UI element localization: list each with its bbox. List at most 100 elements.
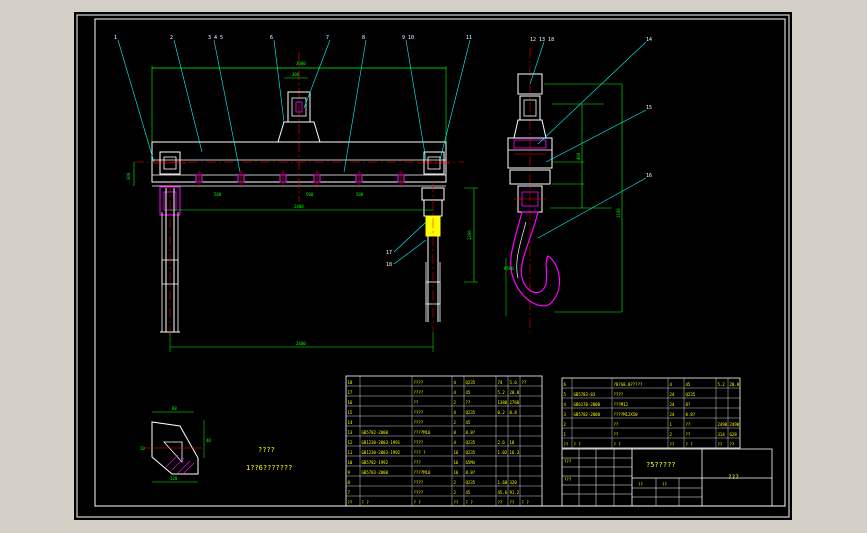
svg-text:2: 2 [170, 35, 173, 41]
bom-left-cell: 16 [454, 460, 459, 465]
svg-text:6: 6 [270, 35, 273, 41]
bom-right-cell: 4 [564, 402, 567, 407]
bom-left-cell: ????M16 [414, 470, 431, 475]
bom-right-cell: 5.2 [718, 382, 726, 387]
svg-text:1100: 1100 [616, 208, 621, 218]
title-cell-4: ??? [564, 477, 572, 482]
bom-left-cell: 14 [348, 420, 353, 425]
bom-left-cell: 45 [466, 420, 471, 425]
leaders-front [117, 39, 471, 265]
svg-text:12 13 18: 12 13 18 [530, 37, 554, 43]
bom-left-cell: GB5783-2000 [362, 470, 389, 475]
bom-left-cell: Q235 [466, 450, 476, 455]
svg-text:120: 120 [170, 476, 178, 481]
bom-left-cell: ?? [348, 500, 353, 505]
bom-left-cell: 2 [454, 420, 457, 425]
bom-left-cell: 9 [348, 470, 351, 475]
svg-text:7: 7 [326, 35, 329, 41]
bom-left-cell: 17 [348, 390, 353, 395]
svg-text:40: 40 [206, 438, 211, 443]
bom-right-cell: ?? [670, 442, 675, 447]
bom-left-cell: 45 [466, 490, 471, 495]
technical-requirement: 1??6??????? [246, 464, 292, 472]
title-block[interactable]: ?5????? ??? ?? ?? ??? ??? [561, 448, 773, 507]
bom-right-cell: 1 [564, 432, 567, 437]
bom-left-cell: ??? ? [414, 450, 427, 455]
bom-left-cell: 0.2 [498, 410, 506, 415]
bom-left-cell: Q235 [466, 480, 476, 485]
bom-left-cell: ???? [414, 380, 424, 385]
svg-text:R500: R500 [504, 266, 514, 271]
bom-right-cell: 2 [670, 432, 673, 437]
bom-left-cell: GB1230-2003-1992 [362, 450, 401, 455]
svg-text:500: 500 [306, 192, 314, 197]
title-cell-2: ?? [662, 482, 667, 487]
bom-left-cell: 2 [454, 400, 457, 405]
bom-left-cell: 320 [510, 480, 518, 485]
drawing-canvas[interactable]: 3000 300 [74, 12, 792, 520]
svg-text:11: 11 [466, 35, 472, 41]
svg-text:1200: 1200 [467, 230, 472, 240]
bom-right-cell: ?? [686, 422, 691, 427]
bom-left-cell: 12 [348, 440, 353, 445]
bom-right-cell: 45 [686, 382, 691, 387]
bom-right-cell: 24 [670, 412, 675, 417]
side-view-hook[interactable]: 1100 400 R500 12 13 18 14 15 16 [504, 37, 652, 332]
bom-right-cell: 2490 [718, 422, 728, 427]
bom-right-cell: ?8?G8.0????? [614, 382, 643, 387]
bom-left-cell: 8.8? [466, 430, 476, 435]
bom-left-cell: 13 [348, 430, 353, 435]
bom-right-cell: 8.8? [686, 412, 696, 417]
bom-left-cell: Q235 [466, 440, 476, 445]
svg-text:3 4 5: 3 4 5 [208, 35, 223, 41]
bom-right-cell: 3 [564, 412, 567, 417]
bom-left-cell: 4 [454, 390, 457, 395]
svg-text:R8: R8 [172, 406, 177, 411]
bom-right-cell: GB6170-2000 [574, 402, 601, 407]
bom-right-cell: ?? [614, 432, 619, 437]
svg-text:2400: 2400 [294, 204, 304, 209]
bom-left-cell: 2 [454, 480, 457, 485]
bom-left-cell: 2 [454, 490, 457, 495]
bom-right-cell: 8? [686, 402, 691, 407]
bom-left-cell: ? ? [414, 500, 422, 505]
bom-right-cell: ? ? [574, 442, 582, 447]
bom-right-cell: ?? [614, 422, 619, 427]
bom-right-cell: 24 [670, 392, 675, 397]
svg-text:300: 300 [292, 72, 300, 77]
bolt-holes [195, 170, 405, 188]
bom-left-cell: 15 [348, 410, 353, 415]
svg-text:500: 500 [356, 192, 364, 197]
bom-left-cell: 45.6 [498, 490, 508, 495]
bom-left-cell: ???? [414, 410, 424, 415]
front-view[interactable]: 3000 300 [114, 35, 478, 352]
svg-text:15: 15 [646, 105, 652, 111]
drawing-viewport[interactable]: 3000 300 [74, 12, 792, 520]
bom-left-cell: ????M16 [414, 430, 431, 435]
svg-text:16: 16 [646, 173, 652, 179]
svg-text:9 10: 9 10 [402, 35, 414, 41]
bom-left-cell: GB1230-2003-1991 [362, 440, 401, 445]
svg-text:17: 17 [386, 250, 392, 256]
bom-left-cell: 7 [348, 490, 351, 495]
svg-text:8: 8 [362, 35, 365, 41]
bom-left-cell: 4 [454, 410, 457, 415]
hook-body[interactable] [510, 211, 561, 307]
bom-left-cell: ? ? [362, 500, 370, 505]
bom-left-cell: 45 [466, 390, 471, 395]
bom-right-cell: ?? [686, 432, 691, 437]
section-detail[interactable]: R8 40 120 20 [140, 406, 211, 483]
bom-right-cell: ????M12X50 [614, 412, 639, 417]
bom-right-cell: 20.8 [730, 382, 740, 387]
bom-right-cell: 2 [564, 422, 567, 427]
bom-right-cell: 6 [564, 382, 567, 387]
bom-left-cell: 8 [454, 430, 457, 435]
bom-left-cell: 1380 [498, 400, 508, 405]
balloon-labels-side: 12 13 18 14 15 16 [530, 37, 652, 179]
bom-left-cell: 10 [348, 460, 353, 465]
bom-left-cell: 2.6 [498, 440, 506, 445]
bom-left-cell: ?? [522, 380, 527, 385]
